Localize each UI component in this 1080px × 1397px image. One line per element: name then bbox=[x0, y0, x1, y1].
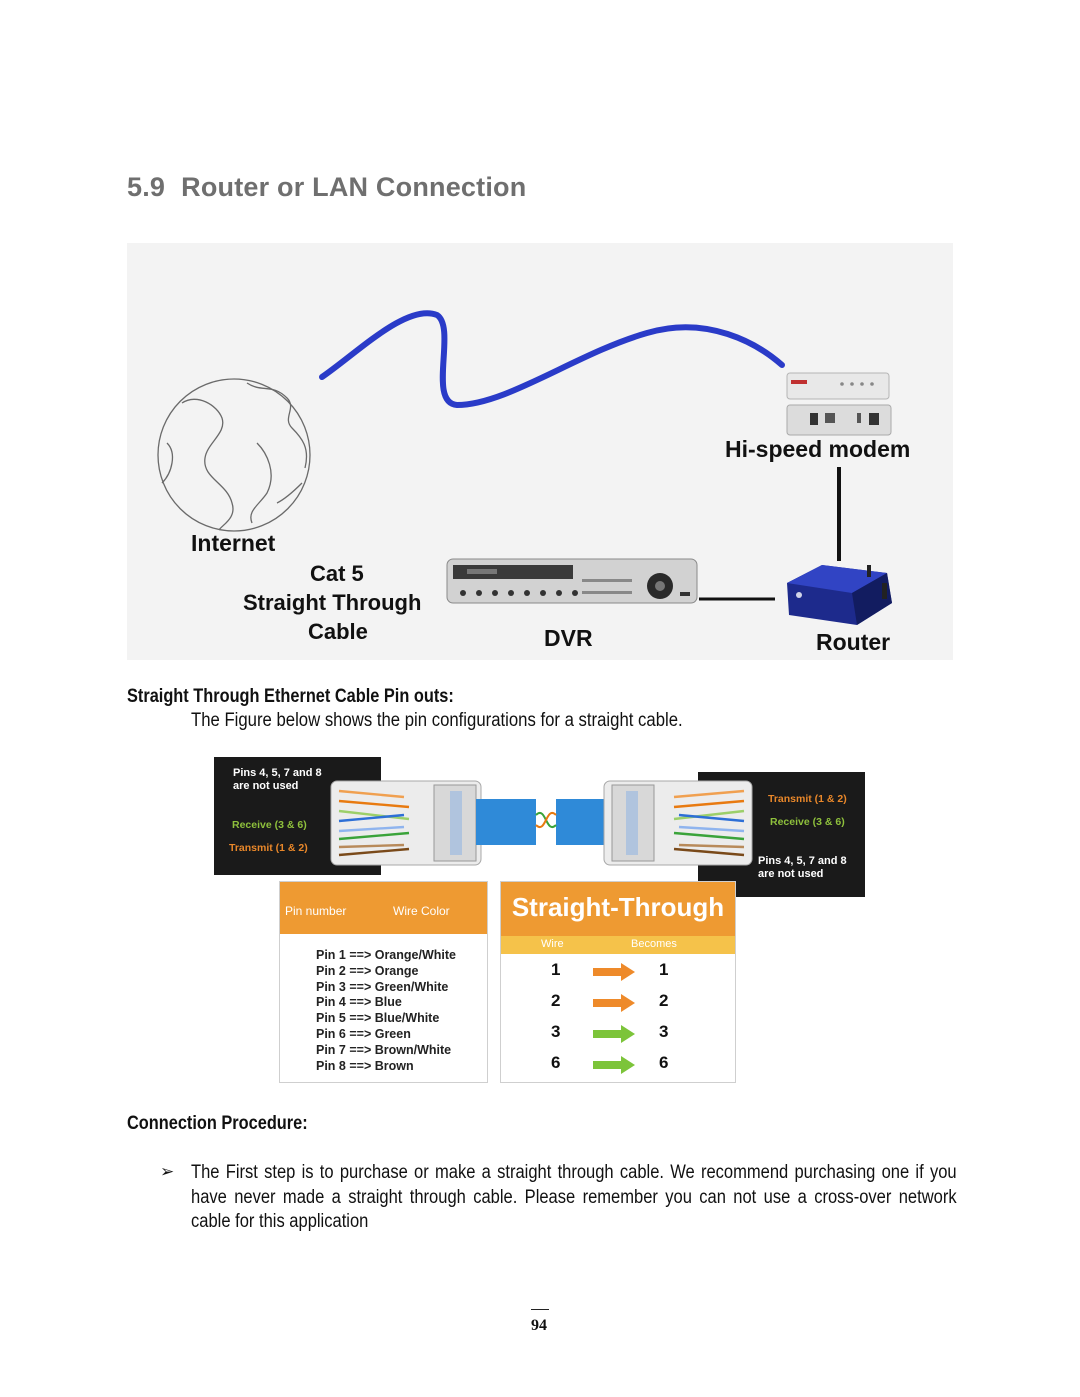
right-unused-line2: are not used bbox=[758, 868, 824, 880]
pin-number-header: Pin number bbox=[285, 904, 347, 918]
globe-icon bbox=[157, 378, 311, 532]
router-icon bbox=[787, 565, 892, 625]
procedure-heading: Connection Procedure: bbox=[127, 1113, 308, 1134]
pin-rows: Pin 1 ==> Orange/White Pin 2 ==> Orange … bbox=[316, 948, 456, 1074]
right-unused-line1: Pins 4, 5, 7 and 8 bbox=[758, 855, 847, 867]
right-receive-label: Receive (3 & 6) bbox=[770, 816, 845, 828]
wire-number: 1 bbox=[551, 960, 561, 979]
cable-label-line3: Cable bbox=[308, 619, 368, 644]
modem-label: Hi-speed modem bbox=[725, 436, 911, 462]
becomes-header: Becomes bbox=[631, 938, 677, 950]
pinout-description: The Figure below shows the pin configura… bbox=[191, 710, 683, 731]
becomes-number: 3 bbox=[659, 1022, 669, 1041]
dvr-icon bbox=[446, 558, 698, 604]
right-arrow-icon bbox=[593, 994, 635, 1012]
modem-icon bbox=[786, 372, 892, 436]
pin-row: Pin 5 ==> Blue/White bbox=[316, 1011, 440, 1026]
cable-label-line1: Cat 5 bbox=[310, 561, 364, 586]
left-transmit-label: Transmit (1 & 2) bbox=[229, 842, 308, 854]
internet-label: Internet bbox=[191, 530, 276, 556]
pin-row: Pin 7 ==> Brown/White bbox=[316, 1042, 452, 1057]
straight-through-table: Straight-Through Wire Becomes 1 1 2 2 3 … bbox=[500, 881, 736, 1083]
pin-row: Pin 3 ==> Green/White bbox=[316, 979, 449, 994]
wire-number: 2 bbox=[551, 991, 561, 1010]
left-unused-line2: are not used bbox=[233, 780, 299, 792]
router-label: Router bbox=[816, 629, 891, 655]
right-transmit-label: Transmit (1 & 2) bbox=[768, 793, 847, 805]
becomes-number: 2 bbox=[659, 991, 669, 1010]
mapping-row: 6 6 bbox=[501, 1053, 735, 1084]
pin-row: Pin 1 ==> Orange/White bbox=[316, 948, 456, 962]
pin-color-table: Pin number Wire Color Pin 1 ==> Orange/W… bbox=[279, 881, 488, 1083]
becomes-number: 1 bbox=[659, 960, 669, 979]
dvr-label: DVR bbox=[544, 625, 593, 651]
cable-label-line2: Straight Through bbox=[243, 590, 422, 615]
section-number: 5.9 bbox=[127, 172, 166, 202]
left-receive-label: Receive (3 & 6) bbox=[232, 819, 307, 831]
rj45-cable-illustration bbox=[330, 780, 753, 866]
procedure-bullet-text: The First step is to purchase or make a … bbox=[191, 1162, 957, 1232]
page-number: 94 bbox=[531, 1317, 547, 1334]
becomes-number: 6 bbox=[659, 1053, 669, 1072]
section-title-text: Router or LAN Connection bbox=[181, 172, 527, 202]
wire-header: Wire bbox=[541, 938, 564, 950]
mapping-row: 3 3 bbox=[501, 1022, 735, 1053]
network-diagram: Internet Hi-speed modem Cat 5 Straight T… bbox=[127, 243, 953, 660]
left-unused-line1: Pins 4, 5, 7 and 8 bbox=[233, 767, 322, 779]
right-arrow-icon bbox=[593, 963, 635, 981]
internet-cable bbox=[319, 310, 785, 409]
bullet-arrow-icon: ➢ bbox=[160, 1162, 175, 1181]
mapping-row: 1 1 bbox=[501, 960, 735, 991]
straight-through-title: Straight-Through bbox=[501, 882, 735, 936]
cable-pinout-figure: Pins 4, 5, 7 and 8 are not used Receive … bbox=[214, 757, 866, 1085]
pin-row: Pin 2 ==> Orange bbox=[316, 963, 419, 978]
pin-row: Pin 4 ==> Blue bbox=[316, 995, 402, 1010]
pin-row: Pin 6 ==> Green bbox=[316, 1026, 411, 1041]
mapping-row: 2 2 bbox=[501, 991, 735, 1022]
wire-number: 6 bbox=[551, 1053, 561, 1072]
wire-number: 3 bbox=[551, 1022, 561, 1041]
right-arrow-icon bbox=[593, 1056, 635, 1074]
section-title: 5.9 Router or LAN Connection bbox=[127, 172, 526, 203]
right-arrow-icon bbox=[593, 1025, 635, 1043]
page-number-rule bbox=[531, 1309, 549, 1310]
pin-row: Pin 8 ==> Brown bbox=[316, 1058, 414, 1073]
pinout-heading: Straight Through Ethernet Cable Pin outs… bbox=[127, 686, 454, 707]
wire-color-header: Wire Color bbox=[393, 904, 450, 918]
straight-through-subheader: Wire Becomes bbox=[501, 936, 735, 954]
pin-table-header: Pin number Wire Color bbox=[280, 882, 487, 934]
